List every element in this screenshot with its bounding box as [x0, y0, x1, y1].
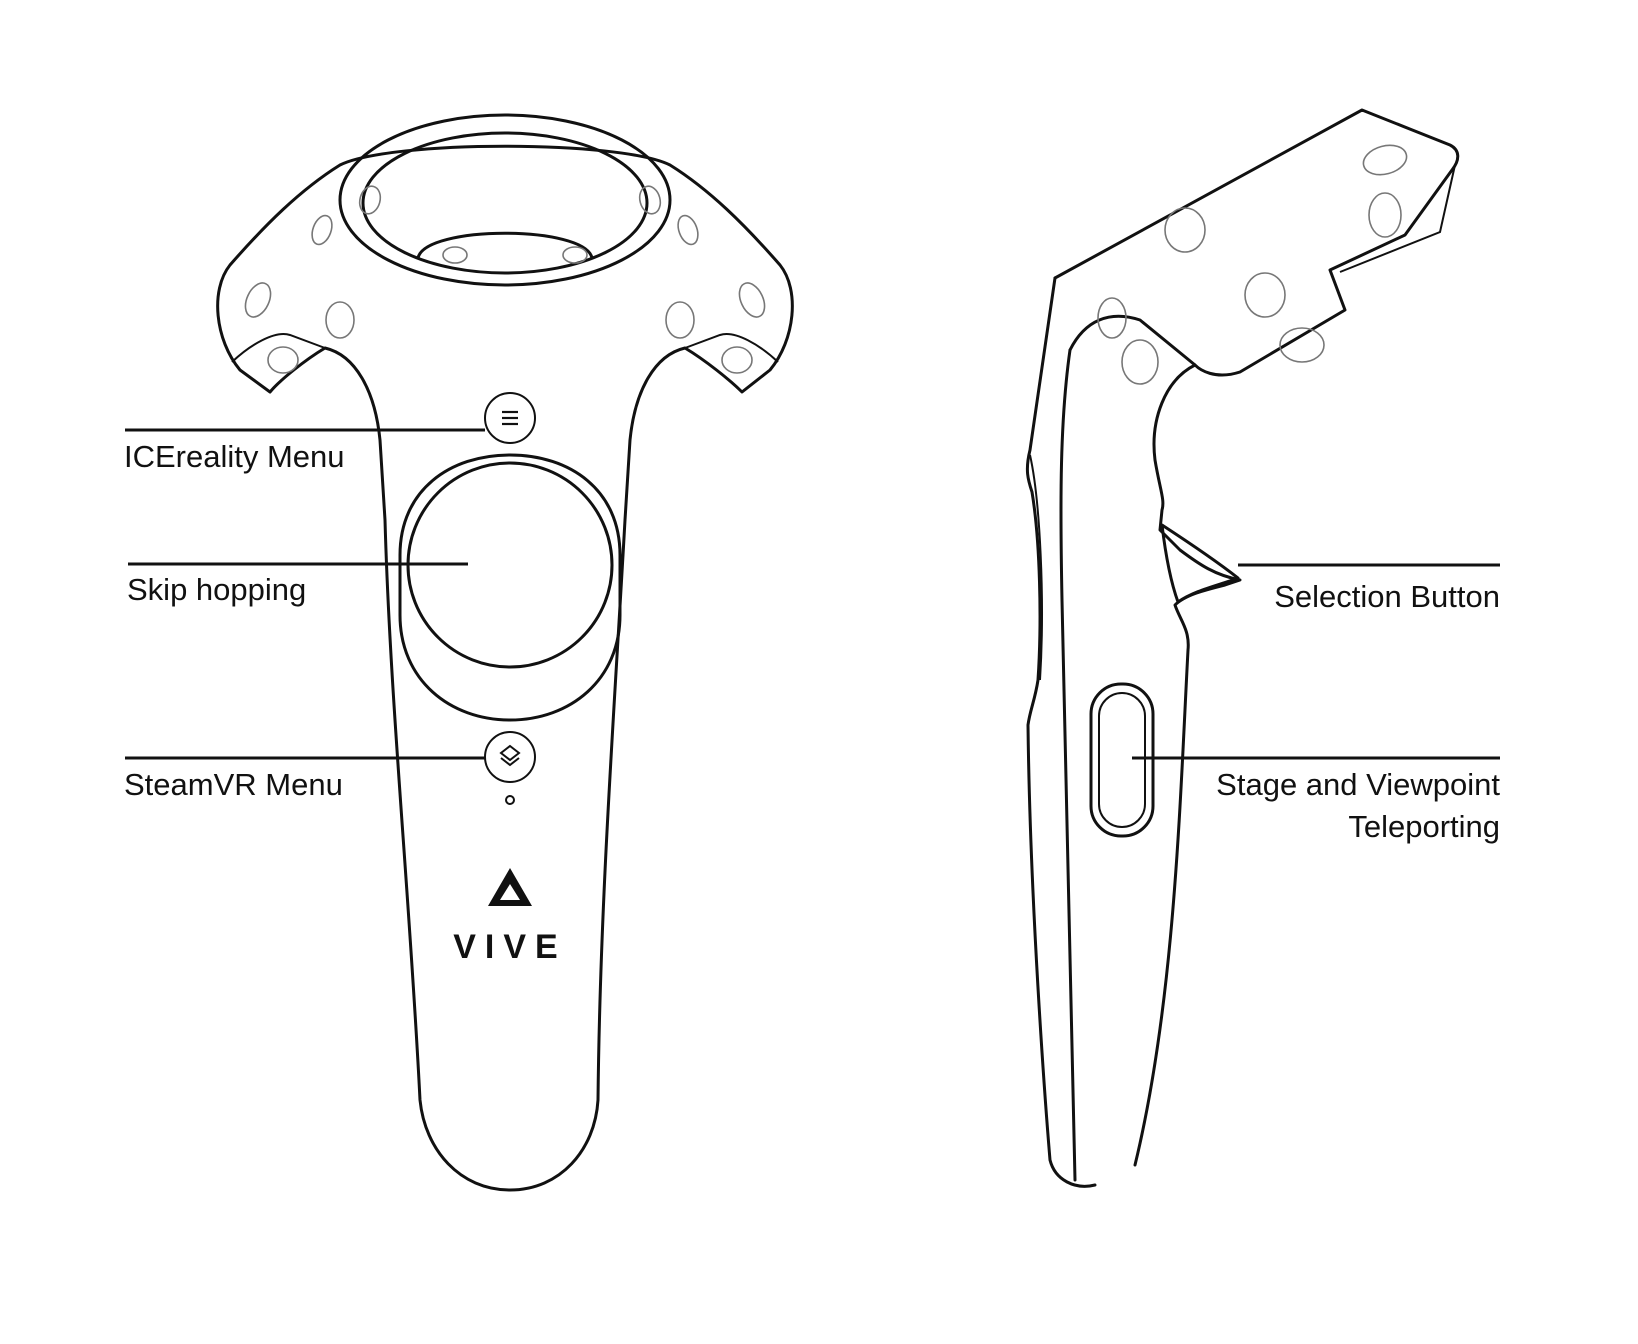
sensor-dot [677, 214, 699, 246]
sensor-dot [1244, 272, 1286, 318]
side-controller-grip-front [1133, 363, 1242, 1167]
front-controller: VIVE [216, 113, 794, 1192]
front-left-horn-tip [231, 333, 326, 363]
tracking-ring-outer [338, 113, 672, 287]
side-back-inner [1029, 454, 1043, 681]
tracking-ring-core [416, 231, 594, 260]
label-grip-line1: Stage and Viewpoint [1216, 767, 1500, 802]
sensor-dot [325, 301, 355, 339]
label-trigger: Selection Button [1274, 579, 1500, 614]
sensor-dot [1362, 144, 1408, 176]
steamvr-layers-icon [499, 744, 521, 767]
system-button-circle[interactable] [484, 731, 536, 783]
side-sensors [1097, 144, 1408, 385]
menu-button-circle[interactable] [484, 392, 536, 444]
front-controller-body [216, 144, 794, 1192]
side-controller [1025, 108, 1460, 1188]
menu-button[interactable] [484, 392, 536, 444]
side-controller-head [1053, 108, 1460, 377]
trackpad-housing [398, 453, 622, 722]
front-right-horn-tip [684, 333, 779, 363]
grip-button-outer[interactable] [1089, 682, 1155, 838]
trigger[interactable] [1160, 523, 1240, 604]
grip-button-inner[interactable] [1098, 692, 1146, 828]
status-led [505, 795, 515, 805]
sensor-dot [358, 185, 382, 215]
sensor-dot [1097, 297, 1127, 339]
vive-logo-icon [488, 868, 532, 906]
side-controller-front [1059, 348, 1077, 1182]
hamburger-icon [502, 410, 518, 426]
label-grip-line2: Teleporting [1348, 809, 1500, 844]
sensor-dot [562, 246, 588, 264]
sensor-dot [638, 185, 662, 215]
sensor-dot [665, 301, 695, 339]
sensor-dot [244, 282, 272, 318]
label-system: SteamVR Menu [124, 767, 343, 802]
sensor-dot [721, 346, 753, 374]
sensor-dot [1279, 327, 1325, 363]
sensor-dot [442, 246, 468, 264]
system-button[interactable] [484, 731, 536, 783]
sensor-dot [1121, 339, 1159, 385]
sensor-dot [738, 282, 766, 318]
label-trackpad: Skip hopping [127, 572, 306, 607]
brand-text: VIVE [453, 928, 566, 966]
sensor-dot [267, 346, 299, 374]
tracking-ring-inner [361, 131, 649, 275]
side-head-ridge [1339, 164, 1456, 273]
sensor-dot [1368, 192, 1402, 238]
sensor-dot [1164, 207, 1206, 253]
side-controller-back [1025, 276, 1097, 1188]
label-menu: ICEreality Menu [124, 439, 345, 474]
front-sensors [244, 185, 766, 374]
sensor-dot [311, 214, 333, 246]
